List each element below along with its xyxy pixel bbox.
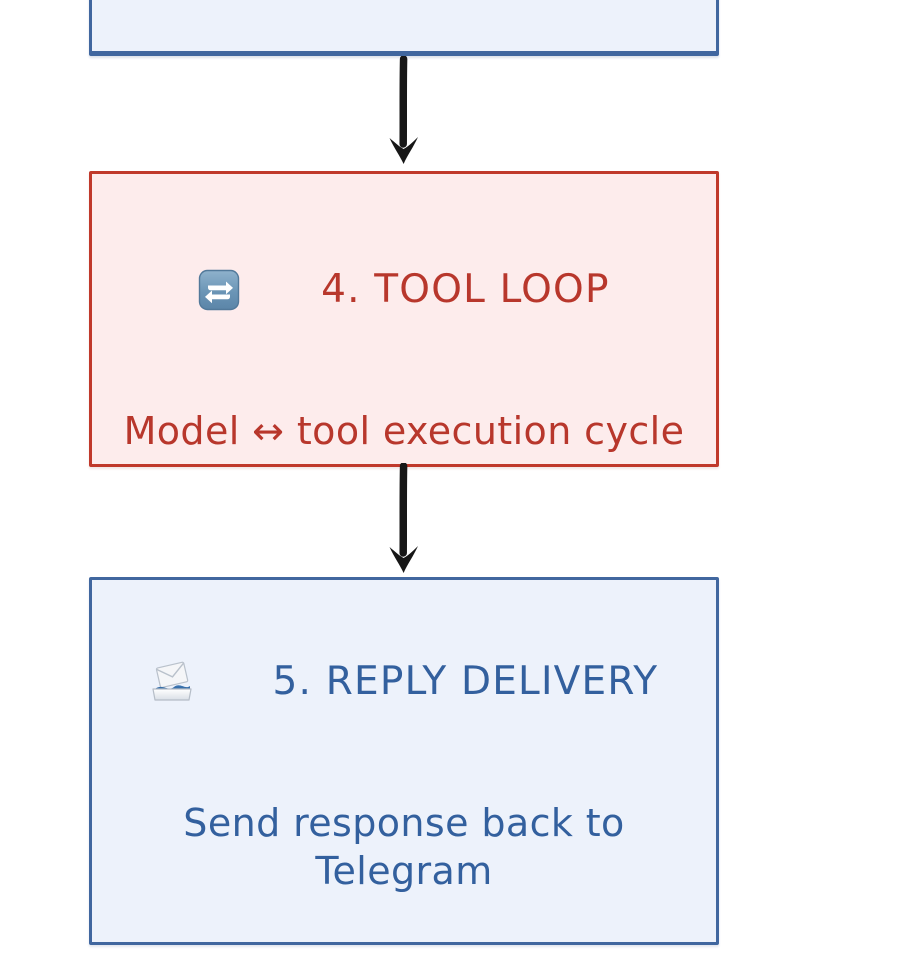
flow-node-tool-loop[interactable]: 4. TOOL LOOP Model ↔ tool execution cycl… xyxy=(89,171,719,467)
connector-tool-loop-to-reply-delivery xyxy=(368,463,440,577)
flow-node-upstream[interactable] xyxy=(89,0,719,56)
flow-node-tool-loop-subtitle: Model ↔ tool execution cycle xyxy=(123,408,685,453)
flow-node-reply-delivery[interactable]: 5. REPLY DELIVERY Send response back to … xyxy=(89,577,719,945)
flow-node-reply-delivery-title-row: 5. REPLY DELIVERY xyxy=(150,564,658,799)
flow-node-reply-delivery-subtitle: Send response back to Telegram xyxy=(183,800,638,893)
flow-node-tool-loop-title: 4. TOOL LOOP xyxy=(321,266,610,312)
incoming-envelope-icon xyxy=(150,564,259,799)
flow-node-reply-delivery-title: 5. REPLY DELIVERY xyxy=(272,658,659,704)
repeat-loop-icon xyxy=(198,172,307,407)
flow-node-tool-loop-title-row: 4. TOOL LOOP xyxy=(198,172,609,407)
connector-upstream-to-tool-loop xyxy=(368,56,440,168)
